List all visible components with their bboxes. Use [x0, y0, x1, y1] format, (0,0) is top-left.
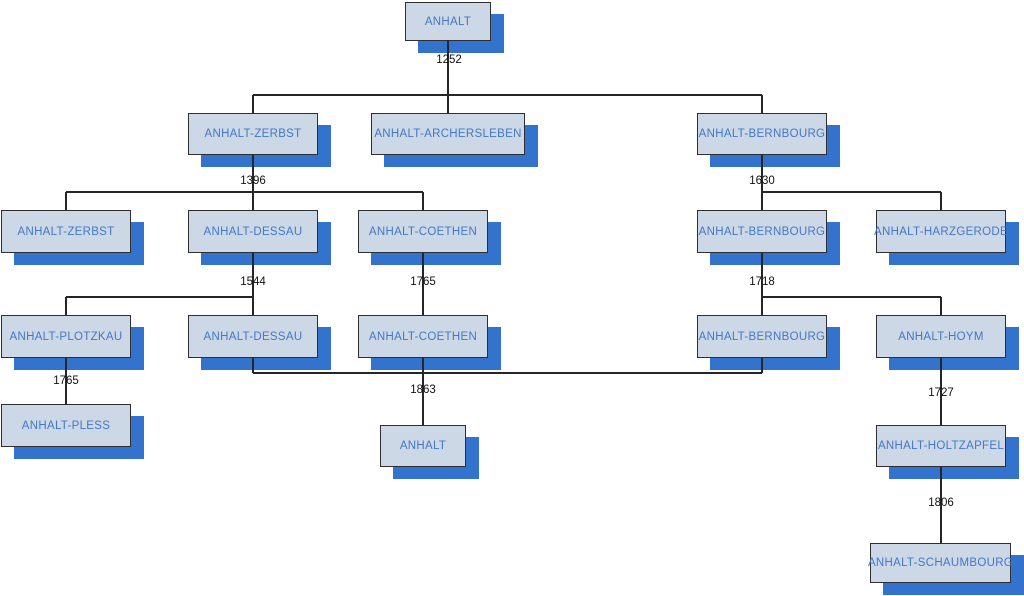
tree-node-dessau-2: ANHALT-DESSAU	[188, 315, 318, 358]
connector-line	[762, 191, 941, 193]
connector-line	[762, 296, 941, 298]
tree-node-anhalt-top: ANHALT	[405, 2, 491, 41]
tree-node-label: ANHALT-HOYM	[898, 330, 984, 343]
year-label: 1863	[410, 384, 436, 396]
tree-node-zerbst-1: ANHALT-ZERBST	[188, 113, 318, 155]
connector-line	[65, 297, 67, 315]
connector-line	[761, 95, 763, 113]
year-label: 1765	[410, 276, 436, 288]
connector-line	[761, 253, 763, 297]
connector-line	[761, 297, 763, 315]
connector-line	[761, 192, 763, 210]
tree-node-label: ANHALT-BERNBOURG	[698, 128, 826, 140]
connector-line	[940, 358, 942, 425]
tree-node-label: ANHALT-DESSAU	[203, 225, 303, 238]
tree-node-archersleben: ANHALT-ARCHERSLEBEN	[371, 113, 525, 155]
tree-node-label: ANHALT-DESSAU	[203, 330, 303, 343]
connector-line	[761, 358, 763, 373]
year-label: 1252	[436, 54, 462, 66]
tree-node-label: ANHALT-BERNBOURG	[698, 225, 826, 238]
year-label: 1765	[53, 375, 79, 387]
tree-node-label: ANHALT	[424, 15, 472, 28]
connector-line	[253, 94, 762, 96]
tree-node-harzgerode: ANHALT-HARZGERODE	[874, 210, 1008, 253]
tree-node-bernbourg-2: ANHALT-BERNBOURG	[697, 210, 827, 253]
year-label: 1727	[928, 387, 954, 399]
connector-line	[252, 358, 254, 373]
connector-line	[940, 192, 942, 210]
tree-node-coethen-2: ANHALT-COETHEN	[358, 315, 488, 358]
tree-node-label: ANHALT-BERNBOURG	[698, 330, 826, 343]
connector-line	[761, 155, 763, 192]
tree-node-label: ANHALT-HARZGERODE	[874, 225, 1008, 238]
connector-line	[422, 253, 424, 315]
connector-line	[940, 467, 942, 543]
connector-line	[66, 191, 423, 193]
connector-line	[422, 192, 424, 210]
tree-node-label: ANHALT	[399, 440, 447, 452]
year-label: 1544	[240, 276, 266, 288]
tree-node-label: ANHALT-COETHEN	[368, 330, 478, 343]
connector-line	[252, 253, 254, 297]
tree-node-anhalt-bottom: ANHALT	[380, 425, 466, 467]
tree-node-dessau-1: ANHALT-DESSAU	[188, 210, 318, 253]
tree-node-label: ANHALT-ZERBST	[17, 225, 115, 238]
connector-line	[422, 358, 424, 425]
connector-line	[447, 95, 449, 113]
year-label: 1396	[240, 175, 266, 187]
tree-node-pless: ANHALT-PLESS	[1, 404, 131, 447]
connector-line	[252, 155, 254, 192]
connector-line	[65, 358, 67, 404]
connector-line	[447, 41, 449, 95]
year-label: 1806	[928, 497, 954, 509]
tree-node-plotzkau: ANHALT-PLOTZKAU	[1, 315, 131, 358]
tree-node-hoym: ANHALT-HOYM	[876, 315, 1006, 358]
tree-node-schaumbourg: ANHALT-SCHAUMBOURG	[867, 543, 1014, 583]
tree-node-coethen-1: ANHALT-COETHEN	[358, 210, 488, 253]
tree-node-bernbourg-1: ANHALT-BERNBOURG	[697, 113, 827, 155]
connector-line	[252, 192, 254, 210]
tree-node-label: ANHALT-ZERBST	[204, 128, 302, 140]
year-label: 1718	[749, 276, 775, 288]
tree-node-label: ANHALT-ARCHERSLEBEN	[374, 128, 522, 140]
tree-node-label: ANHALT-SCHAUMBOURG	[867, 557, 1014, 569]
year-label: 1630	[749, 175, 775, 187]
tree-node-bernbourg-3: ANHALT-BERNBOURG	[697, 315, 827, 358]
connector-line	[65, 192, 67, 210]
tree-node-zerbst-2: ANHALT-ZERBST	[1, 210, 131, 253]
connector-line	[66, 296, 253, 298]
tree-node-label: ANHALT-HOLTZAPFEL	[877, 440, 1005, 452]
connector-line	[252, 95, 254, 113]
tree-node-label: ANHALT-PLOTZKAU	[9, 330, 123, 343]
connector-line	[940, 297, 942, 315]
tree-node-holtzapfel: ANHALT-HOLTZAPFEL	[876, 425, 1006, 467]
tree-node-label: ANHALT-COETHEN	[368, 225, 478, 238]
connector-line	[252, 297, 254, 315]
tree-node-label: ANHALT-PLESS	[21, 419, 111, 432]
connector-line	[253, 372, 762, 374]
